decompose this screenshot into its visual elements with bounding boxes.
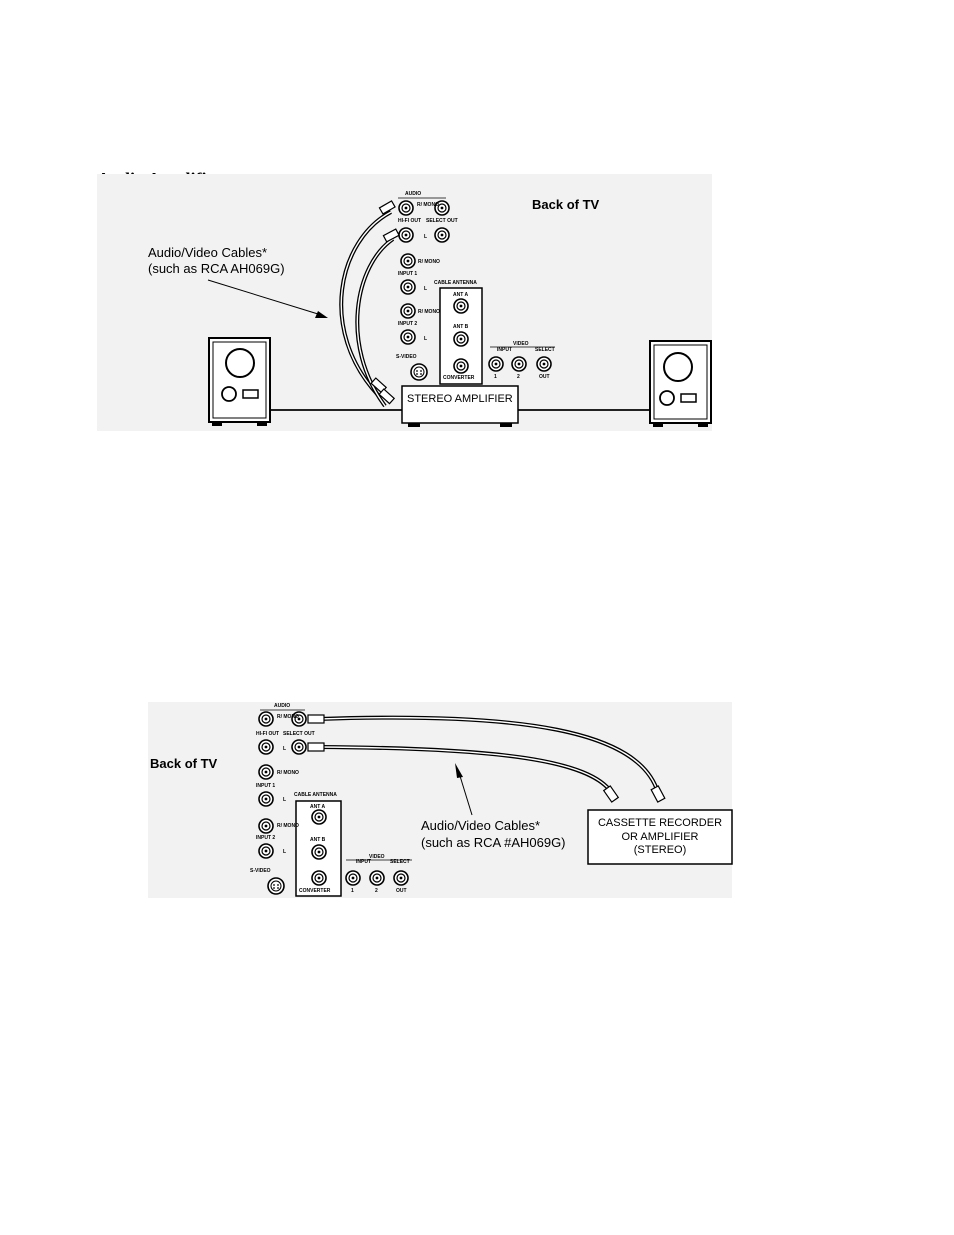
cable-label-2-line1: Audio/Video Cables*: [421, 818, 540, 833]
panel1-out-label: OUT: [539, 374, 550, 380]
panel2-one-label: 1: [351, 888, 354, 894]
panel2-svideo-label: S-VIDEO: [250, 868, 271, 874]
panel1-l3-label: L: [424, 336, 427, 342]
panel1-antb-label: ANT B: [453, 324, 469, 330]
panel2-rmono2-label: R/ MONO: [277, 770, 299, 776]
tv-back-panel-1: AUDIO R/ MONO HI-FI OUT SELECT OUT L R/ …: [396, 191, 555, 385]
panel2-l2-label: L: [283, 797, 286, 803]
panel1-converter-label: CONVERTER: [443, 375, 475, 381]
left-speaker: [208, 337, 271, 426]
panel1-l2-label: L: [424, 286, 427, 292]
panel1-rmono-label: R/ MONO: [417, 202, 439, 208]
panel1-select-label: SELECT: [535, 347, 555, 353]
panel2-l3-label: L: [283, 849, 286, 855]
panel2-two-label: 2: [375, 888, 378, 894]
panel1-hifi-label: HI-FI OUT: [398, 218, 421, 224]
panel1-audio-label: AUDIO: [405, 191, 421, 197]
pointer-arrow-2: [455, 763, 463, 778]
diagram-cassette-recorder: AUDIO R/ MONO HI-FI OUT SELECT OUT L R/ …: [148, 702, 733, 898]
panel2-input-label: INPUT: [356, 859, 371, 865]
right-speaker: [649, 340, 712, 427]
panel2-input1-label: INPUT 1: [256, 783, 275, 789]
panel1-input-label: INPUT: [497, 347, 512, 353]
panel2-selectout-label: SELECT OUT: [283, 731, 315, 737]
cable-label-1-line2: (such as RCA AH069G): [148, 261, 285, 276]
panel1-input1-label: INPUT 1: [398, 271, 417, 277]
panel2-converter-label: CONVERTER: [299, 888, 331, 894]
panel2-hifi-label: HI-FI OUT: [256, 731, 279, 737]
panel1-two-label: 2: [517, 374, 520, 380]
panel1-l-label: L: [424, 234, 427, 240]
panel2-rmono-label: R/ MONO: [277, 714, 299, 720]
device-label-line3: (STEREO): [634, 844, 687, 856]
cable-label-1-line1: Audio/Video Cables*: [148, 245, 267, 260]
panel2-rmono3-label: R/ MONO: [277, 823, 299, 829]
panel2-l-label: L: [283, 746, 286, 752]
device-label-line2: OR AMPLIFIER: [621, 831, 698, 843]
diagram2-background: [148, 702, 732, 898]
back-of-tv-label-1: Back of TV: [532, 197, 600, 212]
panel2-cable-antenna-label: CABLE ANTENNA: [294, 792, 337, 798]
audio-cables-2: [307, 714, 666, 803]
tv-back-panel-2: AUDIO R/ MONO HI-FI OUT SELECT OUT L R/ …: [250, 703, 412, 897]
back-of-tv-label-2: Back of TV: [150, 756, 218, 771]
diagram-audio-amplifier: AUDIO R/ MONO HI-FI OUT SELECT OUT L R/ …: [97, 174, 712, 431]
panel1-anta-label: ANT A: [453, 292, 468, 298]
panel2-video-label: VIDEO: [369, 854, 385, 860]
panel2-input2-label: INPUT 2: [256, 835, 275, 841]
panel1-cable-antenna-label: CABLE ANTENNA: [434, 280, 477, 286]
cable-label-2-line2: (such as RCA #AH069G): [421, 835, 566, 850]
panel1-rmono3-label: R/ MONO: [418, 309, 440, 315]
stereo-amplifier: STEREO AMPLIFIER: [401, 385, 519, 427]
amplifier-label: STEREO AMPLIFIER: [407, 393, 513, 405]
pointer-arrow-1: [315, 311, 328, 318]
panel2-out-label: OUT: [396, 888, 407, 894]
panel1-input2-label: INPUT 2: [398, 321, 417, 327]
panel1-svideo-label: S-VIDEO: [396, 354, 417, 360]
cassette-recorder-box: CASSETTE RECORDER OR AMPLIFIER (STEREO): [587, 809, 733, 865]
panel1-one-label: 1: [494, 374, 497, 380]
panel1-selectout-label: SELECT OUT: [426, 218, 458, 224]
device-label-line1: CASSETTE RECORDER: [598, 817, 722, 829]
panel2-audio-label: AUDIO: [274, 703, 290, 709]
panel2-select-label: SELECT: [390, 859, 410, 865]
panel2-antb-label: ANT B: [310, 837, 326, 843]
panel2-anta-label: ANT A: [310, 804, 325, 810]
audio-cables-1: [339, 200, 400, 408]
panel1-video-label: VIDEO: [513, 341, 529, 347]
panel1-rmono2-label: R/ MONO: [418, 259, 440, 265]
